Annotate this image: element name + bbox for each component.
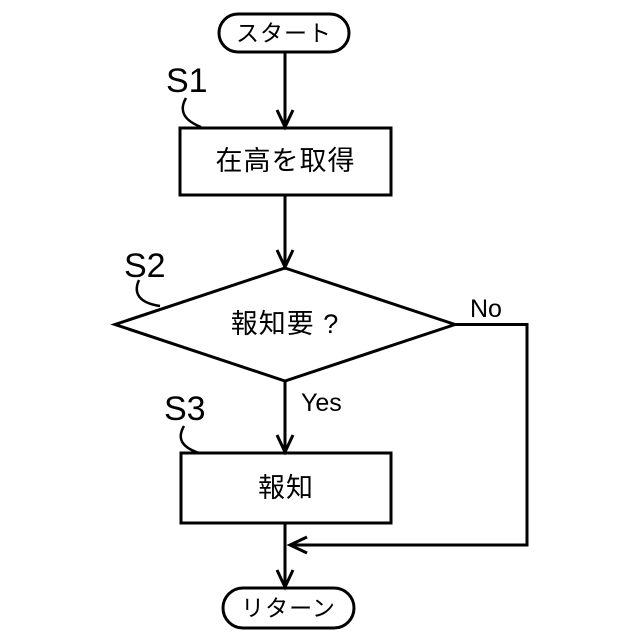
return-terminal-shape [221, 586, 356, 630]
arrow-s2-no-branch [292, 323, 529, 547]
process-s3-label: 報知 [258, 472, 314, 503]
arrowhead-s1-to-s2 [275, 249, 295, 271]
leader-line-s3 [179, 425, 200, 455]
arrowhead-no-merge [286, 535, 308, 555]
leader-line-s1 [181, 97, 202, 129]
arrowhead-s2-to-s3-yes [275, 434, 295, 456]
edge-label-no: No [470, 295, 502, 323]
process-box-s1 [178, 126, 393, 197]
edge-label-yes: Yes [301, 389, 342, 417]
leader-line-s2 [135, 279, 161, 308]
step-label-s2: S2 [124, 247, 166, 285]
arrowhead-s3-to-return [275, 569, 295, 591]
return-terminal-label: リターン [241, 594, 336, 621]
arrowhead-start-to-s1 [275, 109, 295, 131]
step-label-s3: S3 [164, 390, 206, 428]
decision-s2-label: 報知要 ? [230, 309, 340, 339]
step-label-s1: S1 [166, 62, 208, 100]
start-terminal-label: スタート [236, 19, 332, 46]
process-s1-label: 在高を取得 [215, 146, 356, 176]
